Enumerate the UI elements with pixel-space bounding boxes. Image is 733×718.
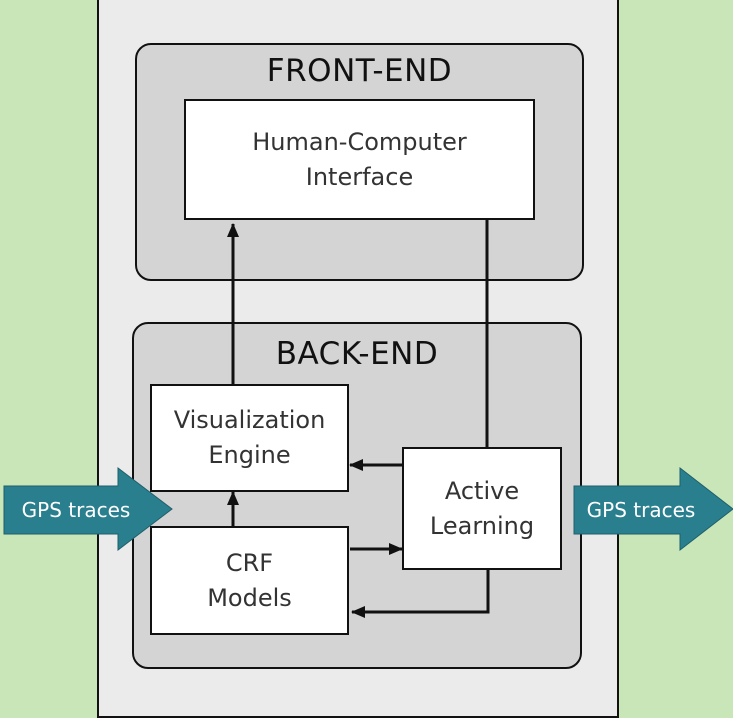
hci-label-line2: Interface [305, 162, 414, 191]
gps-input-label: GPS traces [21, 498, 131, 522]
gps-output-label: GPS traces [586, 498, 696, 522]
crf-label-line2: Models [207, 583, 292, 612]
front-end-title: FRONT-END [266, 53, 453, 89]
visualization-engine-box: Visualization Engine [150, 384, 349, 492]
active-learning-label-line2: Learning [429, 511, 535, 540]
back-end-title: BACK-END [275, 336, 439, 372]
visualization-label-line2: Engine [208, 441, 291, 469]
visualization-label-line1: Visualization [173, 406, 326, 435]
crf-label-line1: CRF [225, 548, 274, 577]
active-learning-box: Active Learning [402, 447, 562, 570]
hci-label-line1: Human-Computer [252, 127, 467, 156]
active-learning-label-line1: Active [444, 476, 520, 505]
crf-models-box: CRF Models [150, 526, 349, 635]
hci-box: Human-Computer Interface [184, 99, 535, 220]
